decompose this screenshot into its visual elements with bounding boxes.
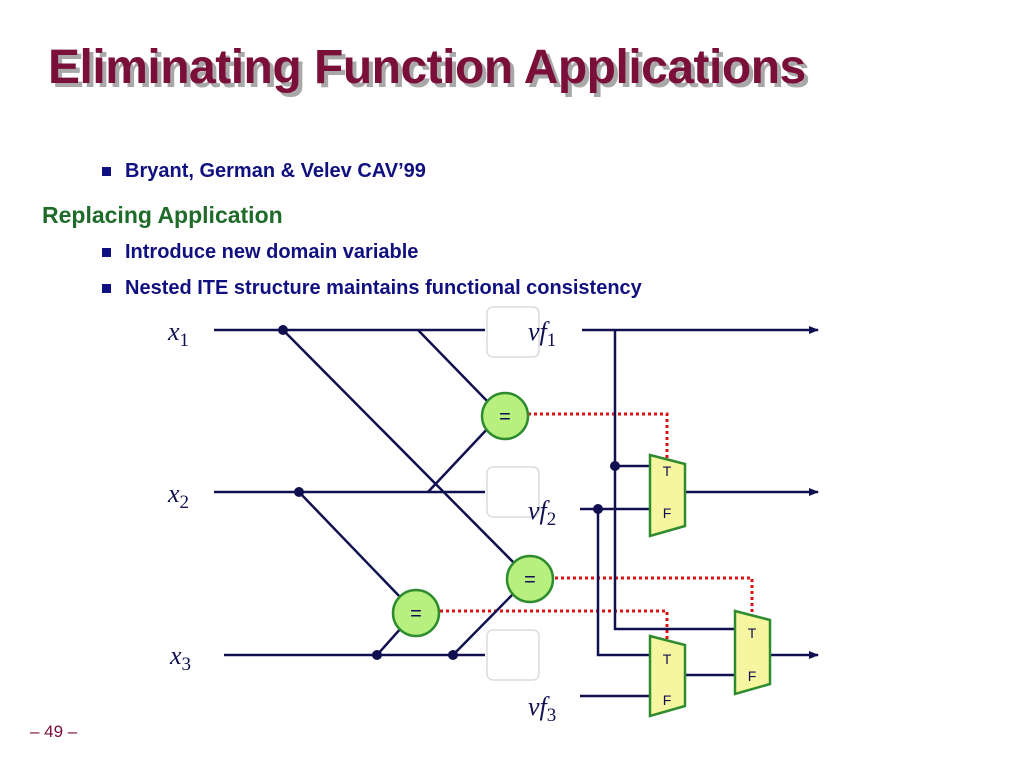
mux-true-label: T	[663, 651, 672, 667]
label-base: vf	[528, 496, 551, 525]
bullet-square-icon	[102, 167, 111, 176]
input-labels: x1 x2 x3	[167, 317, 191, 675]
control-link-3	[428, 609, 669, 640]
label-subscript: 1	[547, 330, 557, 351]
comparator-label: =	[499, 406, 511, 428]
vf3-box	[486, 629, 540, 681]
comparator-eq3: =	[391, 588, 441, 638]
slide-title: Eliminating Function Applications	[48, 41, 806, 94]
comparator-eq1: =	[480, 391, 530, 441]
input-label-x3: x3	[169, 641, 191, 675]
vf-placeholder-boxes	[486, 306, 540, 681]
junction-dot	[372, 650, 382, 660]
mux-body	[648, 453, 687, 538]
citation-text: Bryant, German & Velev CAV’99	[125, 160, 426, 182]
vf1-box	[486, 306, 540, 358]
comparator-label: =	[524, 569, 536, 591]
vf2-box	[486, 466, 540, 518]
junction-dot	[610, 461, 620, 471]
bullet-text: Nested ITE structure maintains functiona…	[125, 277, 642, 299]
label-subscript: 3	[182, 654, 192, 675]
input-label-x1: x1	[167, 317, 189, 351]
mux-1: T F	[648, 453, 687, 538]
vf-labels: vf1 vf2 vf3	[528, 317, 556, 726]
mux-body	[733, 609, 772, 696]
label-base: vf	[528, 692, 551, 721]
comparator-circle	[480, 391, 530, 441]
vf1-to-mux3	[613, 466, 735, 631]
label-subscript: 2	[547, 509, 557, 530]
mux-false-label: F	[663, 505, 672, 521]
junction-dot	[294, 487, 304, 497]
label-subscript: 1	[180, 330, 190, 351]
label-base: x	[167, 479, 180, 508]
x2-to-eq1	[427, 425, 491, 493]
bullet-square-icon	[102, 248, 111, 257]
label-subscript: 3	[547, 705, 557, 726]
comparator-circle	[505, 554, 555, 604]
mux-3: T F	[733, 609, 772, 696]
comparator-eq2: =	[505, 554, 555, 604]
mux-false-label: F	[663, 692, 672, 708]
mux-body	[648, 634, 687, 718]
slide-number: – 49 –	[30, 722, 78, 741]
control-link-2	[555, 576, 754, 620]
junction-dot	[278, 325, 288, 335]
control-link-1	[528, 412, 669, 458]
label-base: vf	[528, 317, 551, 346]
x1-to-eq2	[282, 329, 518, 567]
vf-label-2: vf2	[528, 496, 556, 530]
x3-to-eq2	[452, 590, 517, 656]
junction-dot	[593, 504, 603, 514]
vf-label-3: vf3	[528, 692, 556, 726]
junction-dots	[278, 325, 620, 660]
label-subscript: 2	[180, 492, 190, 513]
mux-true-label: T	[663, 463, 672, 479]
citation-bullet: Bryant, German & Velev CAV’99	[102, 160, 426, 183]
comparator-circle	[391, 588, 441, 638]
bullet-square-icon	[102, 284, 111, 293]
label-base: x	[169, 641, 182, 670]
mux-true-label: T	[748, 625, 757, 641]
bullet-item: Introduce new domain variable	[102, 241, 418, 264]
bullet-item: Nested ITE structure maintains functiona…	[102, 277, 642, 300]
label-base: x	[167, 317, 180, 346]
bullet-text: Introduce new domain variable	[125, 241, 419, 263]
wires	[214, 326, 819, 698]
vf-label-1: vf1	[528, 317, 556, 351]
comparator-label: =	[410, 603, 422, 625]
section-heading: Replacing Application	[42, 202, 283, 228]
input-label-x2: x2	[167, 479, 189, 513]
x1-to-eq1	[417, 329, 490, 404]
junction-dot	[448, 650, 458, 660]
x3-to-eq3	[376, 626, 403, 656]
vf2-to-mux2	[596, 509, 650, 657]
vf1-to-mux1	[613, 330, 650, 468]
control-links	[428, 412, 754, 640]
x2-to-eq3	[298, 491, 402, 599]
mux-false-label: F	[748, 668, 757, 684]
mux-2: T F	[648, 634, 687, 718]
